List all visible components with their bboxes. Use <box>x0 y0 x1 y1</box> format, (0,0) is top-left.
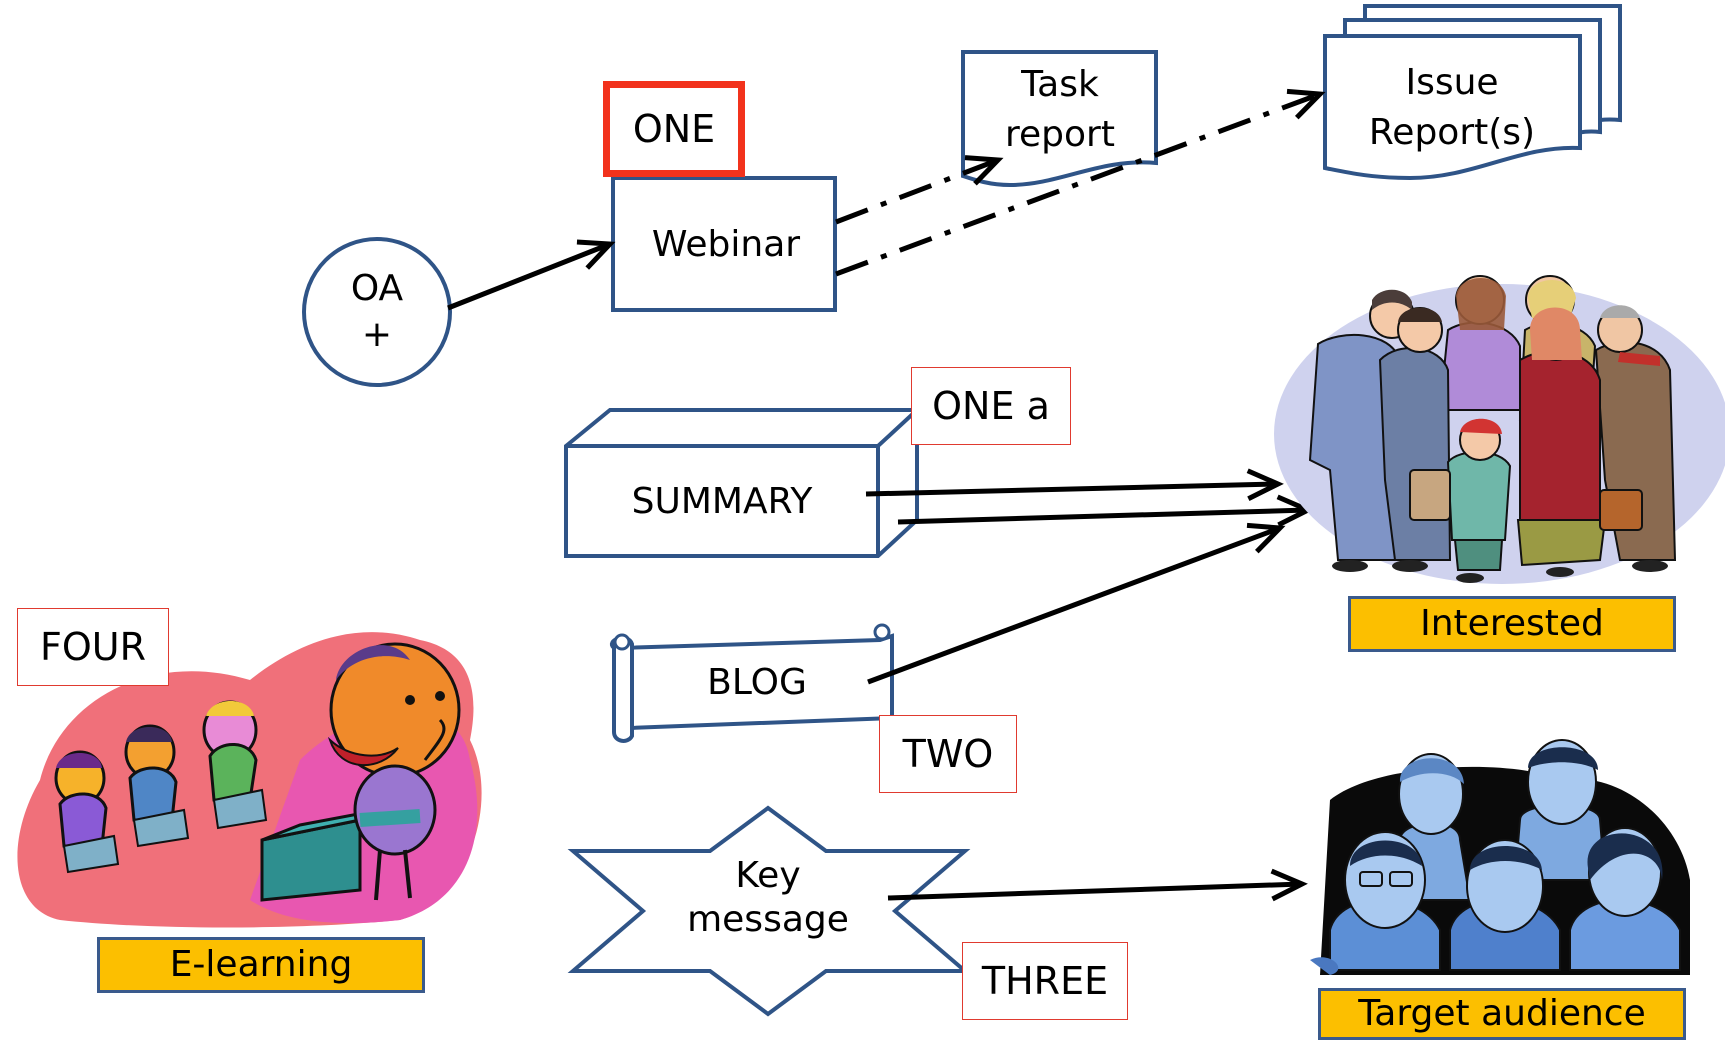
arrow-summary-to-interested-2 <box>897 494 1314 528</box>
tag-four-box <box>17 608 169 686</box>
issue-report-label: Issue Report(s) <box>1327 54 1577 162</box>
key-message-line2: message <box>687 899 849 940</box>
arrow-webinar-to-task-report <box>835 155 1004 225</box>
e-learning-classroom-icon <box>17 632 482 928</box>
tag-two-box <box>879 715 1017 793</box>
target-audience-faces-icon <box>1310 739 1690 975</box>
arrow-keymessage-to-target <box>887 868 1308 902</box>
task-report-line1: Task <box>1021 63 1099 105</box>
tag-one-a: ONE a <box>932 383 1050 428</box>
summary-label: SUMMARY <box>631 480 813 522</box>
tag-one: ONE <box>632 106 716 151</box>
arrow-webinar-to-issue-report <box>835 88 1326 277</box>
tag-three-box <box>962 942 1128 1020</box>
issue-report-line1: Issue <box>1405 61 1499 103</box>
task-report-label: Task report <box>965 56 1155 164</box>
webinar-box <box>611 176 837 312</box>
tag-four: FOUR <box>40 624 146 669</box>
arrow-blog-to-interested <box>867 522 1286 685</box>
interested-crowd-icon <box>1274 275 1725 584</box>
e-learning-caption-box <box>97 937 425 993</box>
oa-circle <box>302 237 452 387</box>
blog-label: BLOG <box>707 661 807 703</box>
key-message-star <box>567 805 971 1017</box>
blog-scroll <box>610 623 894 743</box>
issue-report-line2: Report(s) <box>1368 112 1536 153</box>
e-learning-caption: E-learning <box>169 943 353 985</box>
tag-one-a-box <box>911 367 1071 445</box>
task-report-line2: report <box>1005 114 1115 155</box>
key-message-label: Key message <box>660 848 876 948</box>
target-audience-caption: Target audience <box>1358 992 1646 1034</box>
interested-caption-box <box>1348 596 1676 652</box>
arrow-oa-to-webinar <box>447 239 616 311</box>
key-message-line1: Key <box>735 854 801 896</box>
issue-report-stack <box>1323 4 1622 181</box>
tag-one-box <box>603 81 745 177</box>
oa-label-line2: + <box>361 314 393 355</box>
tag-two: TWO <box>902 731 994 776</box>
webinar-label: Webinar <box>651 223 801 265</box>
oa-label-line1: OA <box>350 267 404 309</box>
oa-label: OA + <box>304 258 450 366</box>
arrow-summary-to-interested-1 <box>865 468 1284 501</box>
interested-caption: Interested <box>1420 602 1604 644</box>
tag-three: THREE <box>981 958 1109 1003</box>
